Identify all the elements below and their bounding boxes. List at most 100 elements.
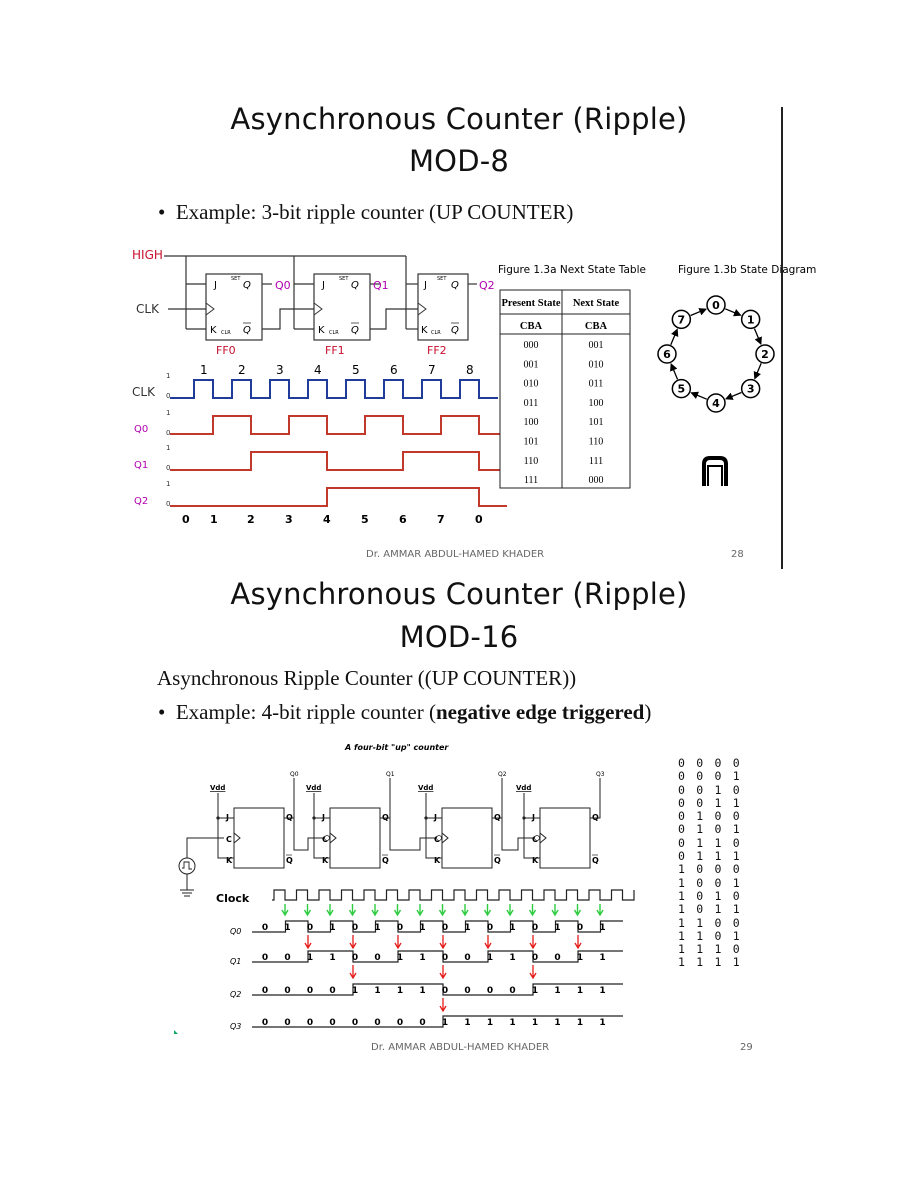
svg-text:6: 6 <box>399 513 407 526</box>
q1-waveform <box>252 950 623 963</box>
svg-text:Q: Q <box>451 280 459 291</box>
bit-value: 0 <box>284 1018 290 1028</box>
bit-value: 0 <box>262 1018 268 1028</box>
svg-text:4: 4 <box>314 363 322 377</box>
edge-arrow-icon <box>573 904 582 917</box>
svg-text:K: K <box>421 325 428 336</box>
jk-flip-flop-3: JCKQQVddQ3 <box>516 771 605 869</box>
bit-value: 1 <box>599 1018 605 1028</box>
toggle-arrow-icon <box>529 935 537 950</box>
t-q1-label: Q1 <box>230 957 241 966</box>
bit-value: 1 <box>329 923 335 933</box>
svg-text:C: C <box>226 835 232 844</box>
bit-value: 0 <box>307 986 313 996</box>
svg-text:CLR: CLR <box>431 330 441 336</box>
edge-arrow-icon <box>438 904 447 917</box>
timing-q0-label: Q0 <box>134 424 148 435</box>
slide2-footer-author: Dr. AMMAR ABDUL-HAMED KHADER <box>371 1042 550 1053</box>
edge-arrow-icon <box>393 904 402 917</box>
bit-value: 1 <box>599 986 605 996</box>
svg-text:2: 2 <box>761 348 769 361</box>
bit-value: 0 <box>397 923 403 933</box>
svg-text:1: 1 <box>166 444 170 452</box>
bit-value: 1 <box>577 986 583 996</box>
svg-text:Q1: Q1 <box>386 771 395 778</box>
slide2-page-number: 29 <box>740 1042 753 1053</box>
svg-text:CLR: CLR <box>221 330 231 336</box>
clk-waveform <box>170 379 498 399</box>
svg-text:5: 5 <box>361 513 369 526</box>
toggle-arrow-icon <box>349 965 357 980</box>
svg-text:Q: Q <box>592 856 599 865</box>
bit-value: 0 <box>262 953 268 963</box>
q2-waveform <box>170 487 507 507</box>
q3-waveform <box>252 1015 623 1028</box>
state-node: 5 <box>671 378 692 399</box>
q0-output-label: Q0 <box>275 279 291 292</box>
svg-text:0: 0 <box>166 464 170 472</box>
bit-value: 1 <box>442 1018 448 1028</box>
svg-text:J: J <box>321 280 325 291</box>
timing-clk-label: CLK <box>132 385 156 399</box>
toggle-arrow-icon <box>439 998 447 1013</box>
svg-text:K: K <box>210 325 217 336</box>
bit-value: 0 <box>262 986 268 996</box>
bit-value: 1 <box>554 986 560 996</box>
svg-text:001: 001 <box>589 340 604 351</box>
svg-text:Q: Q <box>494 856 501 865</box>
toggle-arrow-icon <box>484 935 492 950</box>
state-node: 2 <box>755 344 775 364</box>
q0-waveform <box>252 920 623 933</box>
bit-value: 1 <box>509 953 515 963</box>
bit-value: 1 <box>599 953 605 963</box>
bit-value: 0 <box>262 923 268 933</box>
timing-q1-label: Q1 <box>134 460 148 471</box>
flip-flop-ff1: J SET Q K CLR Q FF1 <box>313 273 371 357</box>
svg-text:SET: SET <box>231 276 241 282</box>
bit-value: 0 <box>487 986 493 996</box>
binary-count-item: 1 1 0 1 <box>678 928 742 943</box>
svg-text:5: 5 <box>352 363 360 377</box>
svg-text:101: 101 <box>524 437 539 448</box>
binary-count-item: 0 1 1 1 <box>678 849 742 864</box>
slide2-title-line1: Asynchronous Counter (Ripple) <box>230 577 688 611</box>
svg-text:110: 110 <box>589 437 604 448</box>
bit-value: 1 <box>419 923 425 933</box>
svg-text:0: 0 <box>166 392 170 400</box>
jk-flip-flop-2: JCKQQVddQ2 <box>418 771 534 869</box>
bit-value: 0 <box>397 1018 403 1028</box>
state-transition-arrow <box>690 308 708 317</box>
svg-text:3: 3 <box>285 513 293 526</box>
table-caption: Figure 1.3a Next State Table <box>498 264 646 276</box>
svg-text:0: 0 <box>712 299 720 312</box>
toggle-arrow-icon <box>529 965 537 980</box>
svg-text:4: 4 <box>712 397 720 410</box>
state-diagram-caption: Figure 1.3b State Diagram <box>678 264 816 276</box>
jk-flip-flop-0: JCKQQVddQ0 <box>210 771 324 869</box>
toggle-arrow-icon <box>394 935 402 950</box>
edge-arrow-icon <box>416 904 424 917</box>
toggle-arrow-icon <box>574 935 582 950</box>
bit-value: 1 <box>577 953 583 963</box>
svg-text:Q: Q <box>243 325 251 336</box>
edge-arrow-icon <box>551 904 559 917</box>
svg-text:Q: Q <box>382 856 389 865</box>
bit-value: 0 <box>374 953 380 963</box>
toggle-arrow-icon <box>439 935 447 950</box>
q2-waveform <box>252 983 623 996</box>
svg-text:Vdd: Vdd <box>306 784 321 792</box>
svg-text:7: 7 <box>428 363 436 377</box>
bit-value: 0 <box>329 1018 335 1028</box>
bit-value: 1 <box>487 1018 493 1028</box>
bit-value: 1 <box>554 1018 560 1028</box>
slide1-footer-author: Dr. AMMAR ABDUL-HAMED KHADER <box>366 549 545 560</box>
binary-count-item: 0 0 1 0 <box>678 782 742 797</box>
edge-arrow-icon <box>281 904 289 917</box>
next-state-table: Figure 1.3a Next State Table Present Sta… <box>498 264 646 489</box>
svg-text:1: 1 <box>166 480 170 488</box>
